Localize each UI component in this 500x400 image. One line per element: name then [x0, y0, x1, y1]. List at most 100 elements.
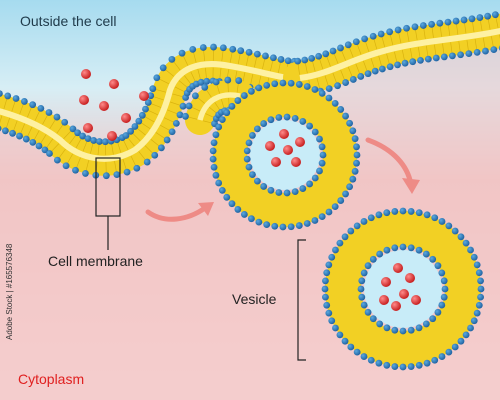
phospholipid-head — [391, 363, 399, 370]
phospholipid-head — [417, 56, 424, 64]
curved-arrow-icon — [145, 205, 208, 222]
phospholipid-head — [325, 94, 333, 102]
phospholipid-head — [179, 102, 187, 110]
phospholipid-head — [151, 151, 159, 159]
phospholipid-head — [353, 159, 360, 167]
molecule-icon — [81, 69, 91, 79]
vesicle-lumen — [364, 250, 442, 328]
phospholipid-head — [341, 233, 349, 241]
vesicle-tail-band — [325, 211, 481, 367]
phospholipid-head — [229, 45, 237, 53]
phospholipid-head — [465, 50, 473, 58]
phospholipid-head — [484, 12, 492, 20]
phospholipid-head — [457, 51, 464, 59]
phospholipid-head — [462, 331, 470, 339]
phospholipid-head — [482, 47, 489, 55]
phospholipid-head — [360, 218, 368, 225]
phospholipid-head — [131, 123, 139, 130]
phospholipid-head — [329, 47, 337, 55]
phospholipid-head — [318, 159, 326, 167]
molecule-icon — [411, 295, 421, 305]
phospholipid-head — [319, 151, 327, 159]
phospholipid-head — [353, 348, 361, 356]
phospholipid-head — [342, 190, 349, 198]
phospholipid-head — [318, 89, 326, 97]
phospholipid-head — [157, 144, 165, 152]
phospholipid-head — [35, 142, 43, 150]
phospholipid-head — [457, 233, 465, 241]
phospholipid-head — [287, 223, 295, 231]
phospholipid-head — [122, 132, 130, 139]
molecule-icon — [265, 141, 275, 151]
phospholipid-head — [185, 102, 193, 110]
phospholipid-head — [279, 79, 287, 87]
phospholipid-head — [383, 361, 391, 369]
phospholipid-head — [394, 26, 402, 34]
phospholipid-head — [316, 167, 323, 175]
stock-watermark-id: Adobe Stock | #165576348 — [5, 243, 14, 340]
phospholipid-head — [376, 250, 384, 258]
phospholipid-head — [399, 363, 407, 371]
phospholipid-head — [45, 109, 53, 116]
phospholipid-head — [367, 356, 375, 364]
phospholipid-head — [438, 218, 446, 225]
phospholipid-head — [394, 61, 401, 69]
cell-membrane-bilayer — [0, 11, 500, 180]
phospholipid-head — [434, 308, 442, 316]
phospholipid-head — [255, 84, 263, 92]
phospholipid-head — [473, 309, 481, 317]
phospholipid-head — [245, 139, 253, 147]
lipid-tail — [0, 115, 3, 124]
phospholipid-head — [82, 170, 89, 177]
phospholipid-head — [228, 200, 236, 208]
curved-arrow-icon — [365, 137, 413, 183]
phospholipid-head — [451, 343, 459, 351]
phospholipid-head — [375, 359, 383, 367]
phospholipid-head — [29, 138, 37, 146]
phospholipid-head — [337, 197, 345, 204]
bilayer-segment — [0, 43, 317, 180]
phospholipid-head — [218, 116, 226, 123]
phospholipid-head — [263, 81, 271, 89]
phospholipid-head — [243, 155, 251, 163]
phospholipid-head — [407, 244, 415, 252]
phospholipid-head — [245, 48, 253, 56]
phospholipid-head — [254, 177, 261, 185]
phospholipid-head — [364, 262, 372, 270]
molecule-icon — [283, 145, 293, 155]
phospholipid-head — [325, 85, 333, 92]
phospholipid-head — [429, 255, 437, 263]
phospholipid-head — [386, 63, 394, 71]
phospholipid-head — [260, 183, 268, 190]
phospholipid-head — [223, 193, 231, 201]
phospholipid-head — [376, 320, 384, 328]
vesicle-lumen — [250, 120, 320, 190]
phospholipid-head — [295, 81, 303, 88]
phospholipid-head — [284, 57, 292, 65]
phospholipid-head — [311, 128, 319, 136]
phospholipid-head — [247, 215, 255, 223]
phospholipid-head — [470, 317, 478, 325]
phospholipid-head — [318, 213, 326, 221]
bilayer-midline — [0, 61, 301, 162]
phospholipid-head — [337, 44, 344, 52]
phospholipid-head — [240, 211, 248, 218]
molecule-icon — [121, 113, 131, 123]
phospholipid-head — [457, 337, 465, 345]
phospholipid-head — [311, 174, 319, 182]
phospholipid-head — [325, 309, 333, 317]
phospholipid-head — [253, 50, 261, 58]
phospholipid-head — [201, 83, 209, 91]
phospholipid-head — [74, 129, 81, 137]
phospholipid-head — [12, 95, 20, 102]
phospholipid-head — [210, 139, 218, 147]
phospholipid-head — [133, 164, 141, 172]
phospholipid-head — [476, 14, 484, 21]
phospholipid-head — [415, 361, 423, 369]
phospholipid-head — [415, 324, 423, 332]
phospholipid-head — [159, 64, 167, 72]
molecule-icon — [391, 301, 401, 311]
phospholipid-head — [271, 222, 279, 230]
phospholipid-head — [41, 146, 49, 154]
